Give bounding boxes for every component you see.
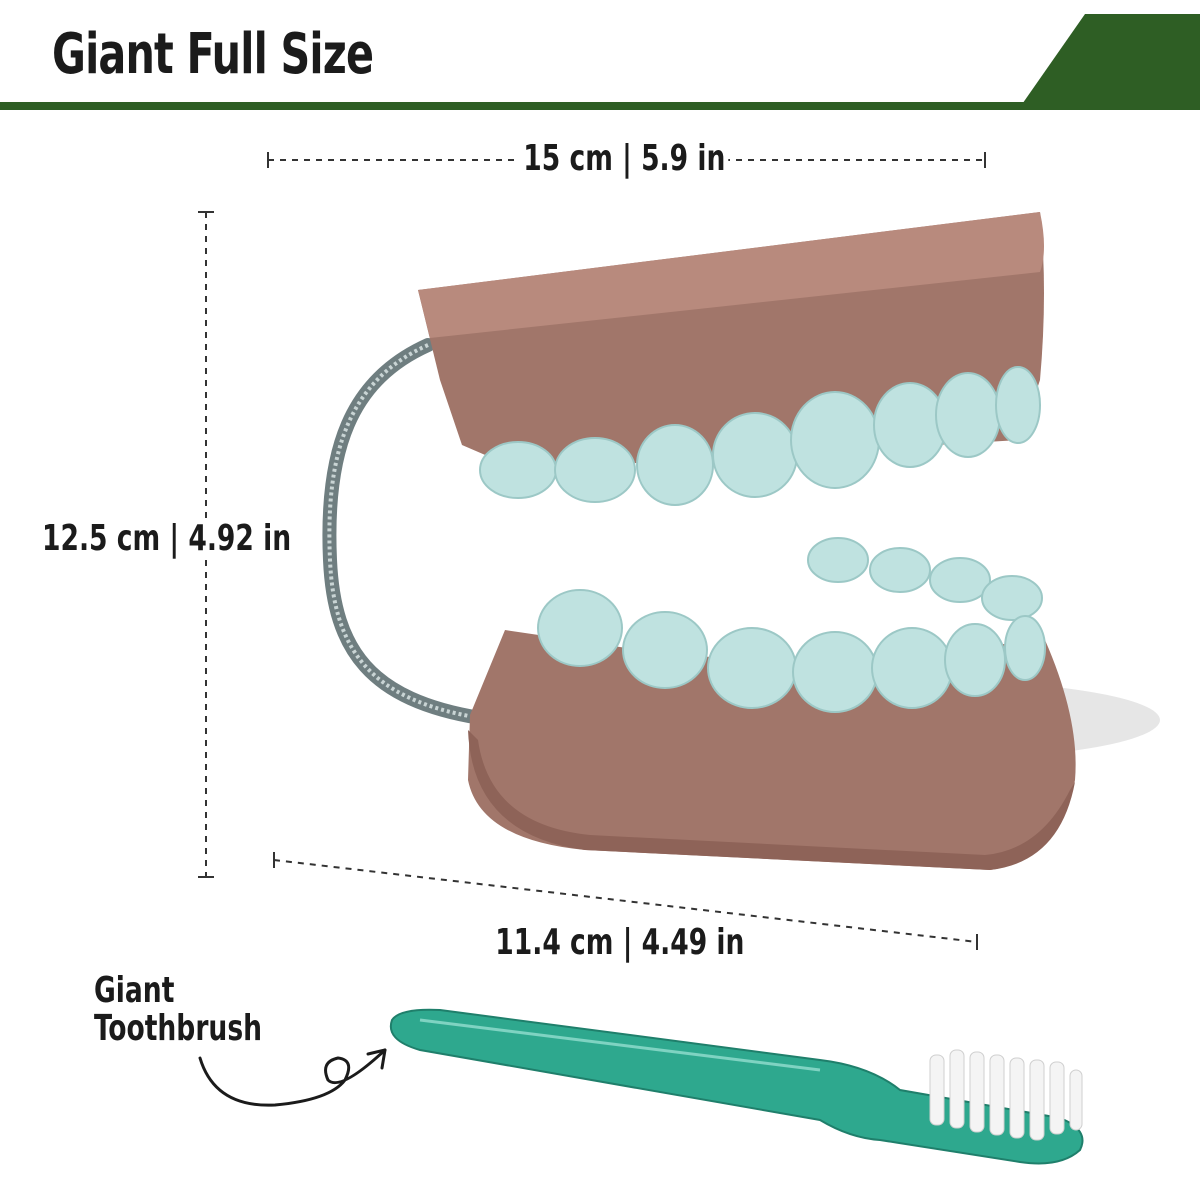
height-dimension-line	[198, 211, 214, 878]
page-title: Giant Full Size	[52, 22, 374, 87]
denture-model	[322, 212, 1160, 870]
toothbrush-label-line2: Toothbrush	[94, 1008, 263, 1049]
depth-dimension-label: 11.4 cm | 4.49 in	[492, 922, 748, 963]
curly-arrow-icon	[198, 1048, 387, 1107]
width-dimension-label: 15 cm | 5.9 in	[520, 138, 729, 179]
header-stripe	[0, 14, 1200, 110]
toothbrush-image	[389, 1008, 1084, 1165]
depth-dimension-line	[273, 852, 978, 950]
height-dimension-label: 12.5 cm | 4.92 in	[42, 518, 292, 559]
toothbrush-label-line1: Giant	[94, 970, 175, 1011]
header-bar: Giant Full Size	[0, 0, 1200, 110]
toothbrush-label: Giant Toothbrush	[94, 972, 262, 1048]
width-dimension-line	[267, 152, 986, 168]
